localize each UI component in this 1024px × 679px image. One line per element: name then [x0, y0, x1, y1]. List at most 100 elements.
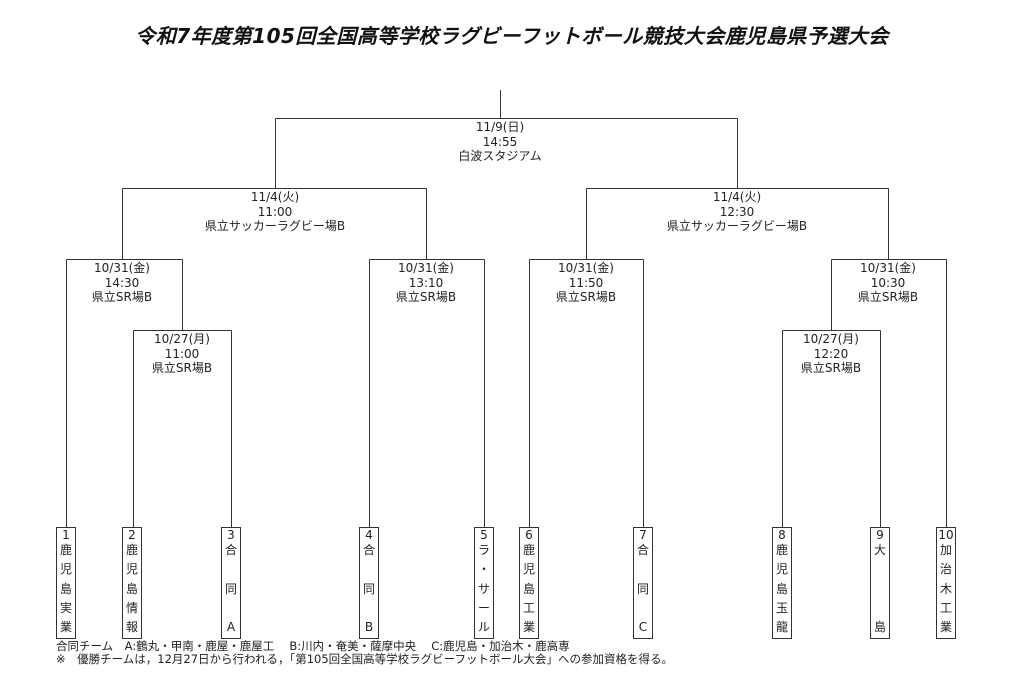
match-date: 10/31(金): [558, 261, 614, 275]
match-venue: 県立SR場B: [800, 361, 862, 375]
team-name-char: 島: [873, 619, 886, 634]
team-seed-number: 1: [62, 528, 70, 542]
team-seed-number: 7: [639, 528, 647, 542]
team-name-char: A: [226, 619, 236, 634]
match-date: 10/27(月): [154, 332, 210, 346]
team-name-char: 治: [939, 562, 952, 577]
match-time: 10:30: [870, 275, 906, 290]
final-line: [275, 90, 738, 188]
match-date: 10/31(金): [398, 261, 454, 275]
team-name-char: 児: [522, 562, 535, 577]
team-seed-number: 3: [227, 528, 235, 542]
team-name-char: 玉: [775, 600, 788, 615]
page-title: 令和7年度第105回全国高等学校ラグビーフットボール競技大会鹿児島県予選大会: [135, 24, 889, 48]
team-name-char: C: [638, 619, 648, 634]
team-name-char: 実: [59, 600, 72, 615]
team-seed-number: 10: [938, 528, 954, 542]
team-seed-number: 4: [365, 528, 373, 542]
match-date: 10/31(金): [94, 261, 150, 275]
qf4-line: [831, 259, 947, 527]
match-time: 12:30: [719, 204, 755, 219]
team-name-char: 業: [939, 619, 952, 634]
team-name-char: 大: [873, 543, 886, 558]
sf-left-line: [122, 188, 427, 259]
team-name-char: 鹿: [775, 543, 788, 558]
match-date: 11/9(日): [475, 120, 525, 134]
team-name-char: 情: [125, 600, 138, 615]
team-name-char: 鹿: [59, 543, 72, 558]
sf-right-line: [586, 188, 889, 259]
match-venue: 県立SR場B: [395, 290, 457, 304]
team-name-char: ・: [477, 562, 490, 577]
team-name-char: 業: [522, 619, 535, 634]
match-date: 10/31(金): [860, 261, 916, 275]
team-name-char: 合: [224, 543, 237, 558]
team-seed-number: 6: [525, 528, 533, 542]
match-venue: 県立SR場B: [91, 290, 153, 304]
team-name-char: 加: [939, 543, 952, 558]
match-time: 11:00: [257, 204, 293, 219]
match-venue: 県立SR場B: [151, 361, 213, 375]
team-name-char: 木: [939, 581, 952, 596]
team-name-char: 合: [362, 543, 375, 558]
qf2-line: [369, 259, 485, 527]
team-name-char: 鹿: [125, 543, 138, 558]
team-seed-number: 5: [480, 528, 488, 542]
match-time: 14:55: [482, 134, 518, 149]
match-date: 10/27(月): [803, 332, 859, 346]
qf1-line: [66, 259, 183, 527]
team-name-char: 児: [59, 562, 72, 577]
team-name-char: 児: [125, 562, 138, 577]
team-name-char: 工: [939, 600, 952, 615]
team-seed-number: 8: [778, 528, 786, 542]
team-name-char: 児: [775, 562, 788, 577]
team-seed-number: 9: [876, 528, 884, 542]
team-name-char: サ: [477, 581, 490, 596]
match-venue: 県立サッカーラグビー場B: [204, 219, 346, 233]
r1-left-line: [133, 330, 232, 527]
team-name-char: 龍: [775, 619, 788, 634]
joint-teams-note: 合同チーム A:鶴丸・甲南・鹿屋・鹿屋工 B:川内・奄美・薩摩中央 C:鹿児島・…: [56, 639, 570, 653]
match-venue: 県立サッカーラグビー場B: [666, 219, 808, 233]
team-name-char: 報: [125, 619, 138, 634]
match-date: 11/4(火): [250, 190, 300, 204]
team-name-char: ル: [477, 619, 490, 634]
team-name-char: B: [364, 619, 374, 634]
team-name-char: ラ: [477, 543, 490, 558]
team-name-char: 合: [636, 543, 649, 558]
match-venue: 県立SR場B: [555, 290, 617, 304]
team-name-char: ー: [477, 600, 490, 615]
r1-right-line: [782, 330, 881, 527]
team-name-char: 島: [59, 581, 72, 596]
team-name-char: 工: [522, 600, 535, 615]
match-time: 12:20: [813, 346, 849, 361]
team-name-char: 業: [59, 619, 72, 634]
team-name-char: 同: [362, 581, 375, 596]
match-time: 11:00: [164, 346, 200, 361]
match-date: 11/4(火): [712, 190, 762, 204]
team-name-char: 同: [224, 581, 237, 596]
team-name-char: 鹿: [522, 543, 535, 558]
match-time: 11:50: [568, 275, 604, 290]
team-name-char: 島: [522, 581, 535, 596]
match-venue: 白波スタジアム: [458, 149, 542, 163]
team-name-char: 島: [775, 581, 788, 596]
match-time: 14:30: [104, 275, 140, 290]
match-time: 13:10: [408, 275, 444, 290]
match-venue: 県立SR場B: [857, 290, 919, 304]
